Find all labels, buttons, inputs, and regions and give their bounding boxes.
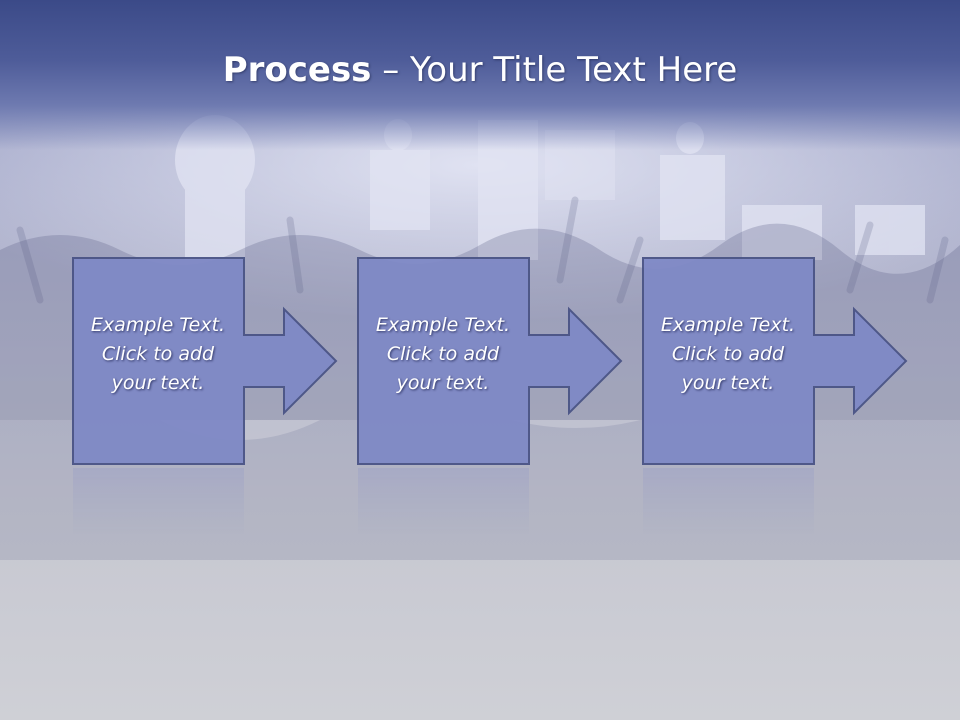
- process-step-2[interactable]: Example Text. Click to add your text.: [357, 257, 627, 467]
- step-2-reflection: [358, 468, 529, 538]
- step-text[interactable]: Example Text. Click to add your text.: [642, 311, 814, 398]
- title-bold-text: Process: [222, 50, 372, 90]
- step-1-reflection: [73, 468, 244, 538]
- process-step-1[interactable]: Example Text. Click to add your text.: [72, 257, 342, 467]
- step-text-line-2: Click to add: [101, 343, 215, 365]
- step-text-line-1: Example Text.: [375, 314, 511, 336]
- step-box-arrow-shape: [642, 257, 908, 465]
- title-band: [0, 0, 960, 150]
- step-text-line-1: Example Text.: [90, 314, 226, 336]
- step-text-line-2: Click to add: [671, 343, 785, 365]
- step-text-line-2: Click to add: [386, 343, 500, 365]
- step-text[interactable]: Example Text. Click to add your text.: [72, 311, 244, 398]
- step-text[interactable]: Example Text. Click to add your text.: [357, 311, 529, 398]
- title-rest-text: – Your Title Text Here: [371, 50, 738, 90]
- step-text-line-1: Example Text.: [660, 314, 796, 336]
- step-text-line-3: your text.: [396, 372, 490, 394]
- step-box-arrow-shape: [72, 257, 338, 465]
- step-3-reflection: [643, 468, 814, 538]
- step-box-arrow-shape: [357, 257, 623, 465]
- step-text-line-3: your text.: [681, 372, 775, 394]
- process-step-3[interactable]: Example Text. Click to add your text.: [642, 257, 912, 467]
- step-text-line-3: your text.: [111, 372, 205, 394]
- slide-title[interactable]: Process – Your Title Text Here: [0, 50, 960, 90]
